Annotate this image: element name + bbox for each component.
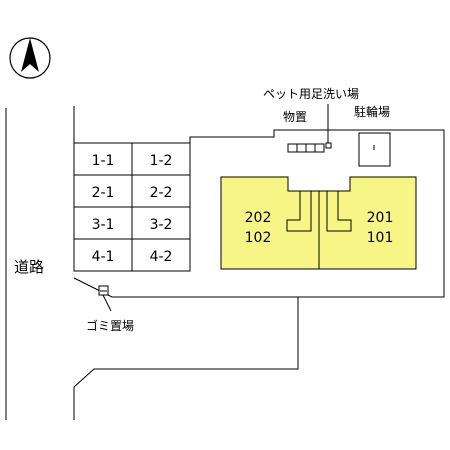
- parking-label: 2-2: [150, 185, 173, 201]
- north-arrow-icon: [9, 37, 51, 79]
- unit-number: 102: [245, 230, 272, 246]
- parking-label: 1-1: [92, 153, 115, 169]
- pet-wash-box: [325, 142, 332, 149]
- pet-wash-label: ペット用足洗い場: [263, 87, 359, 101]
- unit-number: 202: [245, 210, 272, 226]
- unit-number: 201: [367, 210, 394, 226]
- parking-label: 3-1: [92, 217, 115, 233]
- parking-label: 3-2: [150, 217, 173, 233]
- parking-label: 4-2: [150, 249, 173, 265]
- garbage-leader: [102, 294, 112, 312]
- building: [220, 176, 417, 270]
- road-label: 道路: [14, 258, 44, 276]
- parking-grid: [73, 142, 191, 272]
- parking-label: 2-1: [92, 185, 115, 201]
- parking-label: 1-2: [150, 153, 173, 169]
- garbage-label: ゴミ置場: [86, 318, 134, 333]
- parking-label: 4-1: [92, 249, 115, 265]
- storage-label: 物置: [283, 110, 307, 124]
- bicycle-parking-label: 駐輪場: [354, 104, 390, 119]
- unit-number: 101: [367, 230, 394, 246]
- storage-shed: [287, 143, 325, 153]
